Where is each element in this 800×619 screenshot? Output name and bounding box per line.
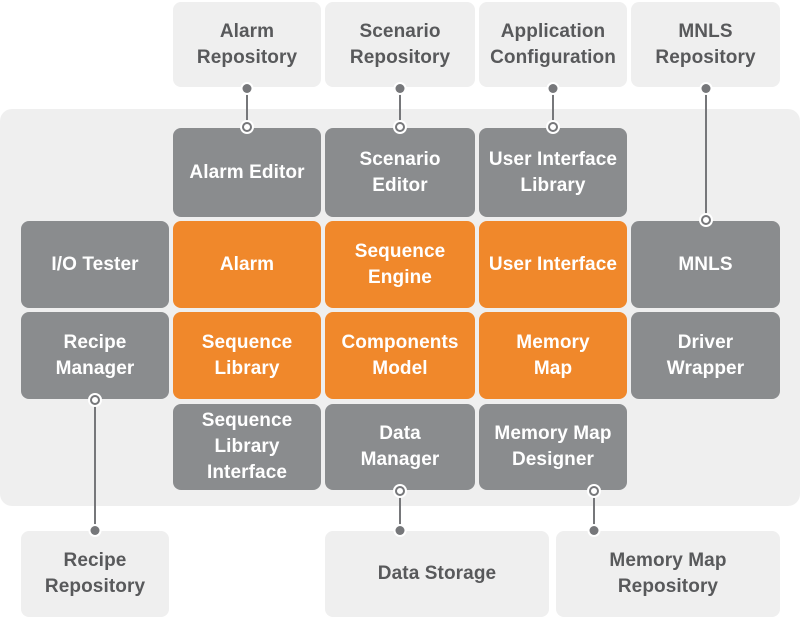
sequence-library-interface-box: Sequence Library Interface bbox=[173, 404, 321, 490]
connector-line bbox=[705, 88, 707, 221]
io-tester-label: I/O Tester bbox=[51, 253, 139, 275]
user-interface-label: User Interface bbox=[488, 253, 618, 275]
driver-wrapper-label: Driver Wrapper bbox=[666, 331, 745, 379]
alarm-label: Alarm bbox=[219, 253, 275, 275]
memory-map-box: Memory Map bbox=[479, 312, 627, 399]
connector-dot-icon bbox=[242, 84, 252, 93]
recipe-repository-label: Recipe Repository bbox=[44, 550, 146, 597]
connector-ring-icon bbox=[548, 122, 558, 132]
user-interface-box: User Interface bbox=[479, 221, 627, 308]
connector-mnls-repository-to-mnls bbox=[699, 84, 713, 225]
mnls-repository-box: MNLS Repository bbox=[631, 2, 780, 87]
connector-line bbox=[94, 399, 96, 531]
mnls-box: MNLS bbox=[631, 221, 780, 308]
application-configuration-box: Application Configuration bbox=[479, 2, 627, 87]
data-storage-label: Data Storage bbox=[377, 563, 497, 584]
connector-dot-icon bbox=[395, 84, 405, 93]
connector-line bbox=[399, 490, 401, 531]
recipe-manager-label: Recipe Manager bbox=[55, 331, 135, 379]
components-model-box: Components Model bbox=[325, 312, 475, 399]
data-storage-box: Data Storage bbox=[325, 531, 549, 617]
alarm-editor-box: Alarm Editor bbox=[173, 128, 321, 217]
scenario-repository-box: Scenario Repository bbox=[325, 2, 475, 87]
mnls-repository-label: MNLS Repository bbox=[655, 20, 756, 68]
connector-line bbox=[593, 490, 595, 531]
alarm-box: Alarm bbox=[173, 221, 321, 308]
connector-alarm-repository-to-alarm-editor bbox=[240, 84, 254, 132]
connector-ring-icon bbox=[90, 395, 100, 405]
connector-dot-icon bbox=[395, 526, 405, 535]
sequence-library-box: Sequence Library bbox=[173, 312, 321, 399]
scenario-repository-label: Scenario Repository bbox=[349, 20, 451, 68]
data-manager-label: Data Manager bbox=[360, 423, 440, 470]
memory-map-label: Memory Map bbox=[516, 331, 590, 379]
connector-ring-icon bbox=[589, 486, 599, 496]
alarm-repository-box: Alarm Repository bbox=[173, 2, 321, 87]
connector-data-manager-to-data-storage bbox=[393, 486, 407, 535]
memory-map-repository-label: Memory Map Repository bbox=[609, 550, 727, 597]
user-interface-library-box: User Interface Library bbox=[479, 128, 627, 217]
connector-recipe-manager-to-recipe-repository bbox=[88, 395, 102, 535]
memory-map-repository-box: Memory Map Repository bbox=[556, 531, 780, 617]
connector-scenario-repository-to-scenario-editor bbox=[393, 84, 407, 132]
sequence-library-interface-label: Sequence Library Interface bbox=[201, 410, 293, 483]
alarm-editor-label: Alarm Editor bbox=[189, 161, 305, 183]
connector-dot-icon bbox=[589, 526, 599, 535]
application-configuration-label: Application Configuration bbox=[490, 20, 616, 68]
sequence-library-label: Sequence Library bbox=[201, 331, 293, 379]
sequence-engine-box: Sequence Engine bbox=[325, 221, 475, 308]
recipe-manager-box: Recipe Manager bbox=[21, 312, 169, 399]
connector-line bbox=[552, 88, 554, 128]
mnls-label: MNLS bbox=[678, 253, 733, 275]
memory-map-designer-box: Memory Map Designer bbox=[479, 404, 627, 490]
connector-dot-icon bbox=[548, 84, 558, 93]
connector-line bbox=[246, 88, 248, 128]
alarm-repository-label: Alarm Repository bbox=[196, 20, 298, 68]
memory-map-designer-label: Memory Map Designer bbox=[494, 423, 612, 470]
connector-line bbox=[399, 88, 401, 128]
user-interface-library-label: User Interface Library bbox=[488, 148, 618, 196]
connector-application-configuration-to-user-interface-library bbox=[546, 84, 560, 132]
components-model-label: Components Model bbox=[341, 331, 459, 379]
scenario-editor-label: Scenario Editor bbox=[359, 148, 441, 196]
connector-dot-icon bbox=[701, 84, 711, 93]
connector-dot-icon bbox=[90, 526, 100, 535]
driver-wrapper-box: Driver Wrapper bbox=[631, 312, 780, 399]
scenario-editor-box: Scenario Editor bbox=[325, 128, 475, 217]
data-manager-box: Data Manager bbox=[325, 404, 475, 490]
connector-ring-icon bbox=[242, 122, 252, 132]
sequence-engine-label: Sequence Engine bbox=[354, 240, 446, 288]
connector-ring-icon bbox=[701, 215, 711, 225]
connector-memory-map-designer-to-memory-map-repository bbox=[587, 486, 601, 535]
connector-ring-icon bbox=[395, 486, 405, 496]
io-tester-box: I/O Tester bbox=[21, 221, 169, 308]
recipe-repository-box: Recipe Repository bbox=[21, 531, 169, 617]
connector-ring-icon bbox=[395, 122, 405, 132]
